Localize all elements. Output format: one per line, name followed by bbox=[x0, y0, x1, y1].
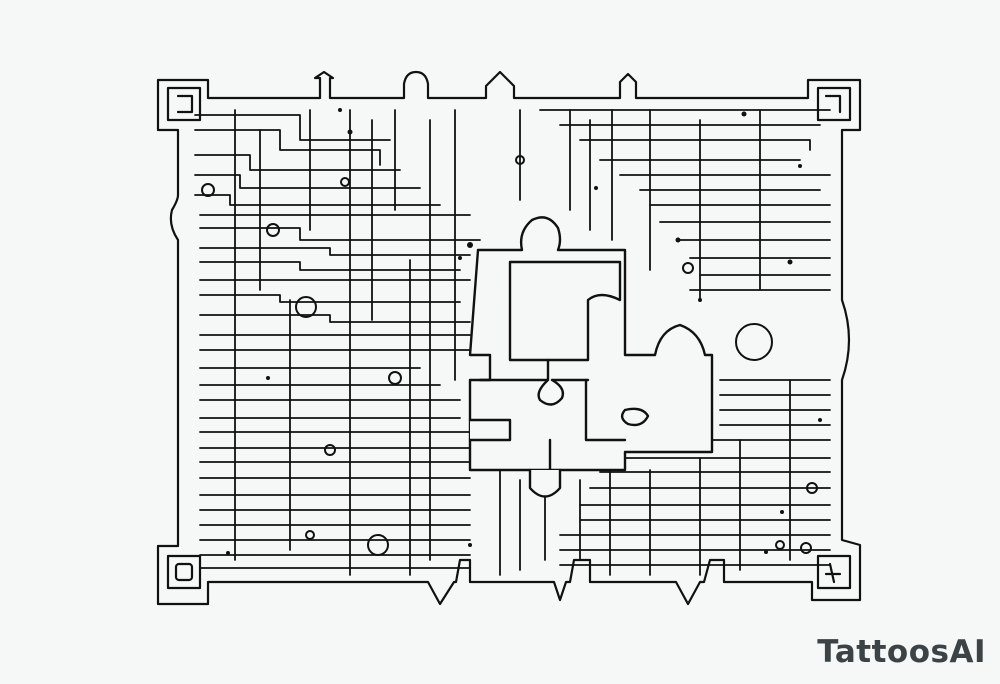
outer-frame bbox=[156, 70, 862, 606]
dot-details bbox=[226, 108, 822, 555]
connector-nodes bbox=[201, 155, 818, 556]
central-puzzle-piece bbox=[468, 216, 714, 498]
circuit-traces bbox=[194, 109, 831, 576]
watermark-logo: TattoosAI bbox=[817, 634, 986, 670]
corner-ornaments bbox=[166, 86, 852, 590]
